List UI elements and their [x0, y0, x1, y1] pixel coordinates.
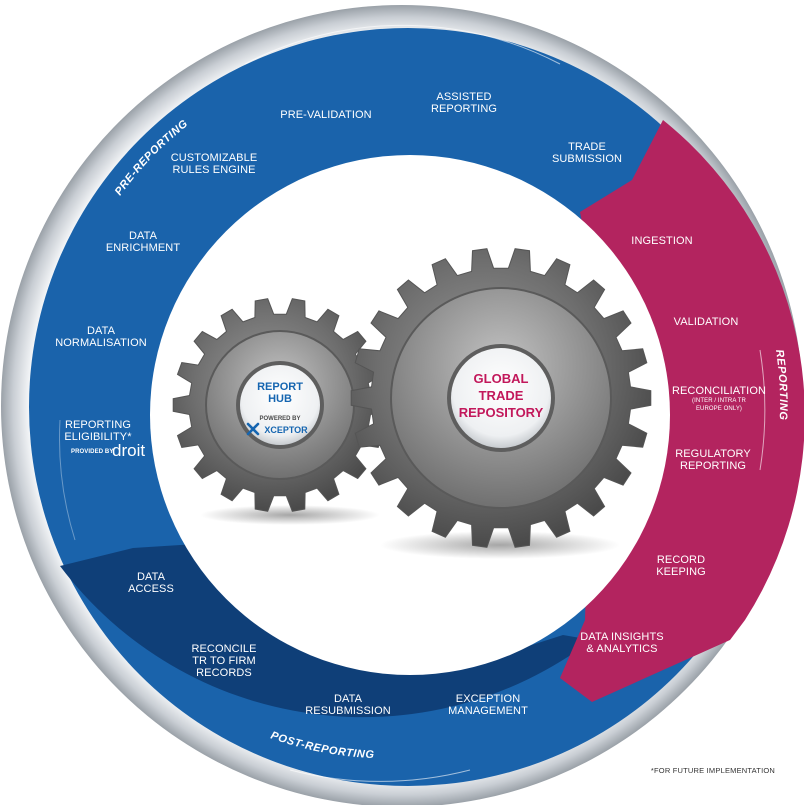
- divider-line: [59, 419, 76, 541]
- label-line: VALIDATION: [674, 316, 739, 328]
- label-line: MANAGEMENT: [448, 705, 528, 717]
- label-line: DATA: [137, 571, 166, 583]
- report-hub-line-1: REPORT: [257, 381, 303, 393]
- label-line: RESUBMISSION: [305, 705, 391, 717]
- label-line: INGESTION: [631, 235, 692, 247]
- label-line: NORMALISATION: [55, 337, 147, 349]
- divider-line: [759, 349, 766, 471]
- xceptor-logo-icon: [246, 422, 260, 436]
- label-line: DATA: [87, 325, 116, 337]
- divider-line: [244, 24, 561, 65]
- label-reconciliation: RECONCILIATION(INTER / INTRA TR EUROPE ON…: [672, 385, 766, 412]
- provided-by-label: PROVIDED BY: [71, 449, 113, 455]
- label-line: RECONCILE: [191, 643, 256, 655]
- label-line: DATA: [334, 693, 363, 705]
- global-trade-repository-gear: [350, 248, 652, 548]
- gear-shadow: [380, 531, 620, 559]
- label-line: DATA: [129, 230, 158, 242]
- label-line: ELIGIBILITY*: [64, 431, 132, 443]
- gear-cap: [240, 365, 320, 445]
- label-line: REPORTING: [65, 419, 131, 431]
- divider-line: [289, 769, 471, 782]
- gtr-line-1: GLOBAL: [474, 371, 529, 386]
- gtr-line-2: TRADE: [479, 388, 524, 403]
- label-data-insights: DATA INSIGHTS& ANALYTICS: [580, 631, 663, 655]
- label-line: ACCESS: [128, 583, 174, 595]
- gear-shadow: [200, 505, 380, 525]
- label-line: ASSISTED: [436, 91, 491, 103]
- label-line: EXCEPTION: [456, 693, 520, 705]
- label-line: DATA INSIGHTS: [580, 631, 663, 643]
- droit-logo: droit: [112, 441, 145, 460]
- label-line: KEEPING: [656, 566, 706, 578]
- label-subline: EUROPE ONLY): [696, 406, 742, 412]
- report-hub-gear: [172, 298, 388, 512]
- powered-by-label: POWERED BY: [259, 416, 300, 422]
- label-line: REPORTING: [680, 460, 746, 472]
- label-pre-validation: PRE-VALIDATION: [280, 109, 371, 121]
- label-ingestion: INGESTION: [631, 235, 692, 247]
- label-validation: VALIDATION: [674, 316, 739, 328]
- label-line: RECORDS: [196, 667, 252, 679]
- label-line: RECORD: [657, 554, 705, 566]
- gear-cap: [451, 348, 551, 448]
- label-line: SUBMISSION: [552, 153, 622, 165]
- footnote: *FOR FUTURE IMPLEMENTATION: [650, 766, 775, 775]
- label-line: RULES ENGINE: [172, 164, 255, 176]
- label-line: ENRICHMENT: [106, 242, 181, 254]
- label-line: PRE-VALIDATION: [280, 109, 371, 121]
- label-line: TRADE: [568, 141, 606, 153]
- label-line: REPORTING: [431, 103, 497, 115]
- label-line: TR TO FIRM: [192, 655, 256, 667]
- xceptor-brand: XCEPTOR: [264, 425, 308, 435]
- label-line: CUSTOMIZABLE: [171, 152, 258, 164]
- label-line: & ANALYTICS: [586, 643, 657, 655]
- label-line: RECONCILIATION: [672, 385, 766, 397]
- label-subline: (INTER / INTRA TR: [692, 398, 746, 404]
- report-hub-line-2: HUB: [268, 393, 292, 405]
- gtr-line-3: REPOSITORY: [459, 405, 544, 420]
- label-line: REGULATORY: [675, 448, 751, 460]
